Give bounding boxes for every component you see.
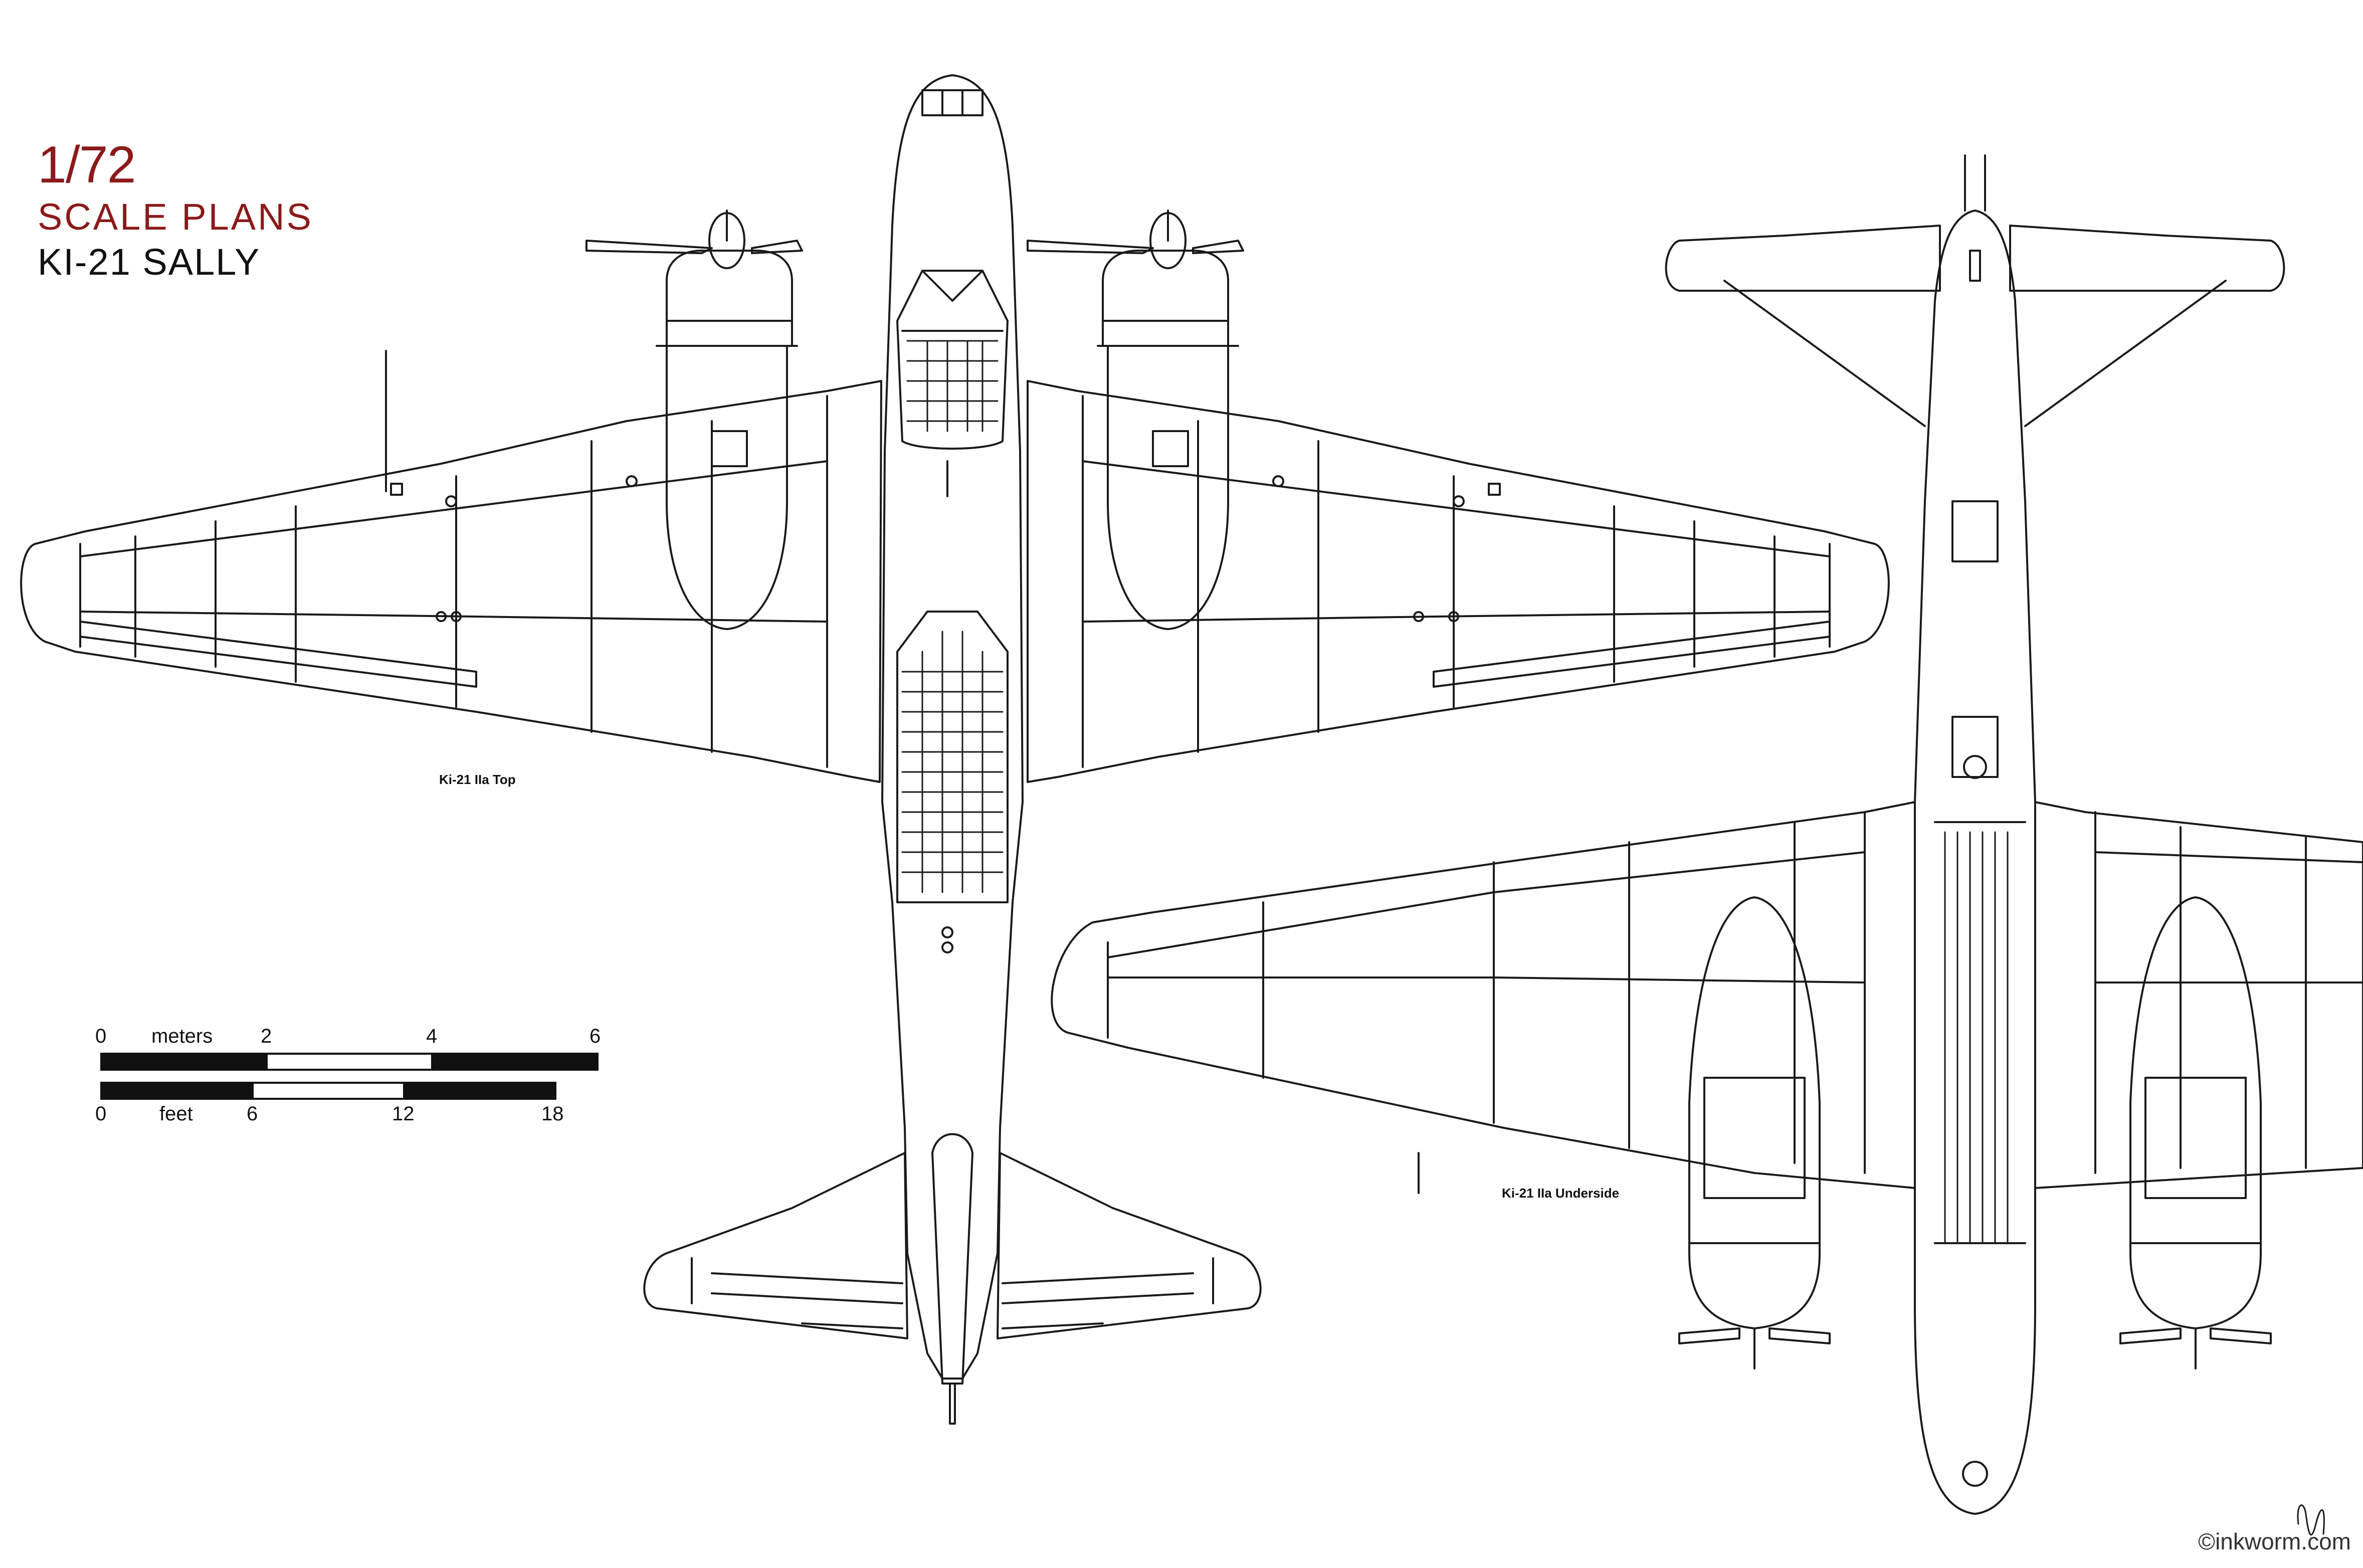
underside-view-label: Ki-21 IIa Underside	[1502, 1186, 1620, 1201]
feet-bar-segment-3	[403, 1082, 556, 1100]
feet-unit-label: feet	[159, 1103, 193, 1125]
meters-tick-4: 4	[426, 1025, 438, 1047]
top-view-left-nacelle	[666, 345, 788, 630]
scale-bar	[100, 1053, 599, 1100]
copyright-credit: ©inkworm.com	[2198, 1528, 2351, 1554]
top-view-fuselage	[881, 74, 1024, 1380]
meters-bar-segment-1	[100, 1053, 268, 1071]
top-view-right-nacelle	[1107, 345, 1229, 630]
underside-wing	[1051, 801, 1916, 1189]
underside-view-aircraft	[1051, 154, 2363, 1515]
underside-tailplane	[1665, 225, 1941, 292]
title-scale: 1/72	[38, 136, 136, 194]
feet-bar-segment-2	[252, 1082, 405, 1100]
feet-tick-6: 6	[247, 1103, 258, 1125]
meters-bar-segment-2	[266, 1053, 433, 1071]
underside-fuselage	[1914, 210, 2036, 1515]
underside-right-nacelle	[2129, 896, 2262, 1329]
meters-tick-2: 2	[261, 1025, 272, 1047]
meters-bar-segment-3	[431, 1053, 599, 1071]
feet-tick-0: 0	[95, 1103, 107, 1125]
meters-unit-label: meters	[151, 1025, 213, 1047]
feet-tick-18: 18	[541, 1103, 564, 1125]
top-view-wing-right	[1027, 380, 1890, 783]
feet-tick-12: 12	[392, 1103, 415, 1125]
aircraft-name: KI-21 SALLY	[38, 241, 261, 283]
top-view-tailplane	[643, 1152, 908, 1339]
signature-mark	[2297, 1504, 2325, 1536]
top-view-canopy	[896, 270, 1009, 450]
title-subtitle: SCALE PLANS	[38, 196, 313, 238]
top-view-label: Ki-21 IIa Top	[439, 772, 516, 787]
top-view-aircraft	[20, 74, 1890, 1425]
top-view-wing	[20, 380, 882, 783]
feet-bar-segment-1	[100, 1082, 254, 1100]
meters-tick-6: 6	[589, 1025, 601, 1047]
underside-left-nacelle	[1688, 896, 1821, 1329]
meters-tick-0: 0	[95, 1025, 107, 1047]
top-view-gunner-canopy	[896, 611, 1009, 903]
